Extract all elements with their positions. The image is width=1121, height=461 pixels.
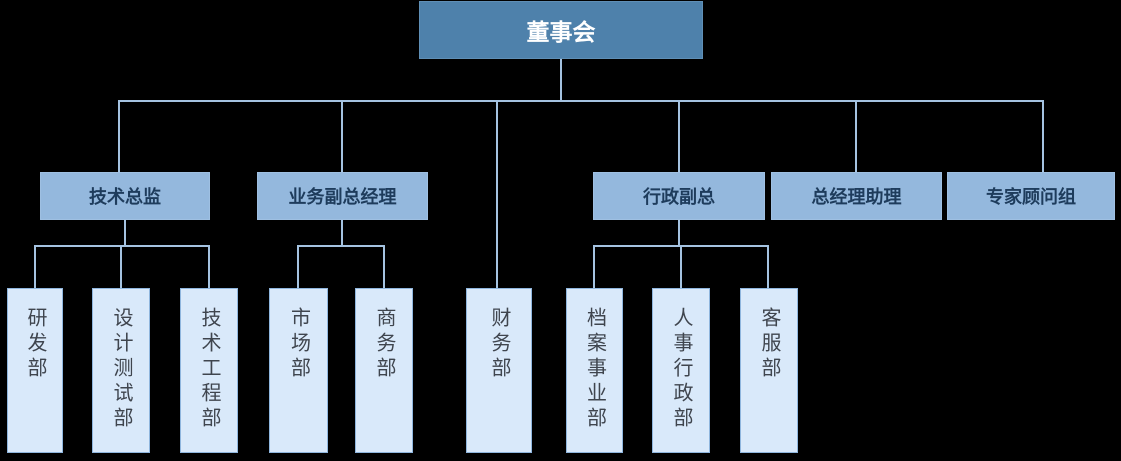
node-finance-dept[interactable]: 财务部 [466,288,532,453]
connector-main-bus [118,100,1044,102]
node-label: 财务部 [488,307,510,382]
node-gm-assistant[interactable]: 总经理助理 [771,172,942,220]
connector-business-bus [297,245,385,247]
connector-tech-child2 [120,245,122,289]
node-label: 董事会 [526,19,596,45]
node-archives-dept[interactable]: 档案事业部 [566,288,623,453]
node-business-deputy-gm[interactable]: 业务副总经理 [257,172,428,220]
node-label: 行政副总 [643,187,715,207]
connector-drop-assistant [855,100,857,173]
node-label: 档案事业部 [583,307,606,432]
connector-admin-child1 [593,245,595,289]
connector-business-stem [341,220,343,247]
connector-drop-expert [1042,100,1044,173]
node-label: 业务副总经理 [288,187,397,207]
node-rnd-dept[interactable]: 研发部 [7,288,63,453]
connector-tech-child1 [34,245,36,289]
node-label: 研发部 [24,307,46,382]
connector-admin-child2 [680,245,682,289]
connector-drop-tech [118,100,120,173]
node-marketing-dept[interactable]: 市场部 [269,288,328,453]
node-business-dept[interactable]: 商务部 [355,288,413,453]
node-label: 设计测试部 [110,307,132,432]
node-design-test-dept[interactable]: 设计测试部 [92,288,150,453]
node-label: 市场部 [287,307,310,382]
connector-admin-child3 [767,245,769,289]
connector-drop-business [341,100,343,173]
node-label: 客服部 [758,307,780,382]
connector-business-child2 [383,245,385,289]
connector-business-child1 [297,245,299,289]
connector-drop-finance [496,100,498,289]
node-tech-engineering-dept[interactable]: 技术工程部 [180,288,238,453]
node-label: 商务部 [373,307,395,382]
node-tech-director[interactable]: 技术总监 [40,172,210,220]
connector-drop-admin [678,100,680,173]
connector-admin-stem [678,220,680,247]
connector-tech-child3 [208,245,210,289]
node-customer-service-dept[interactable]: 客服部 [740,288,798,453]
connector-root-drop [560,59,562,102]
node-label: 专家顾问组 [986,187,1076,207]
node-label: 技术工程部 [198,307,220,432]
connector-tech-stem [124,220,126,247]
connector-tech-bus [34,245,210,247]
node-label: 总经理助理 [811,187,902,207]
node-label: 人事行政部 [670,307,692,432]
node-hr-admin-dept[interactable]: 人事行政部 [652,288,710,453]
node-expert-advisory-group[interactable]: 专家顾问组 [947,172,1115,220]
node-admin-deputy[interactable]: 行政副总 [593,172,765,220]
node-board-of-directors[interactable]: 董事会 [419,1,703,59]
node-label: 技术总监 [89,187,161,207]
